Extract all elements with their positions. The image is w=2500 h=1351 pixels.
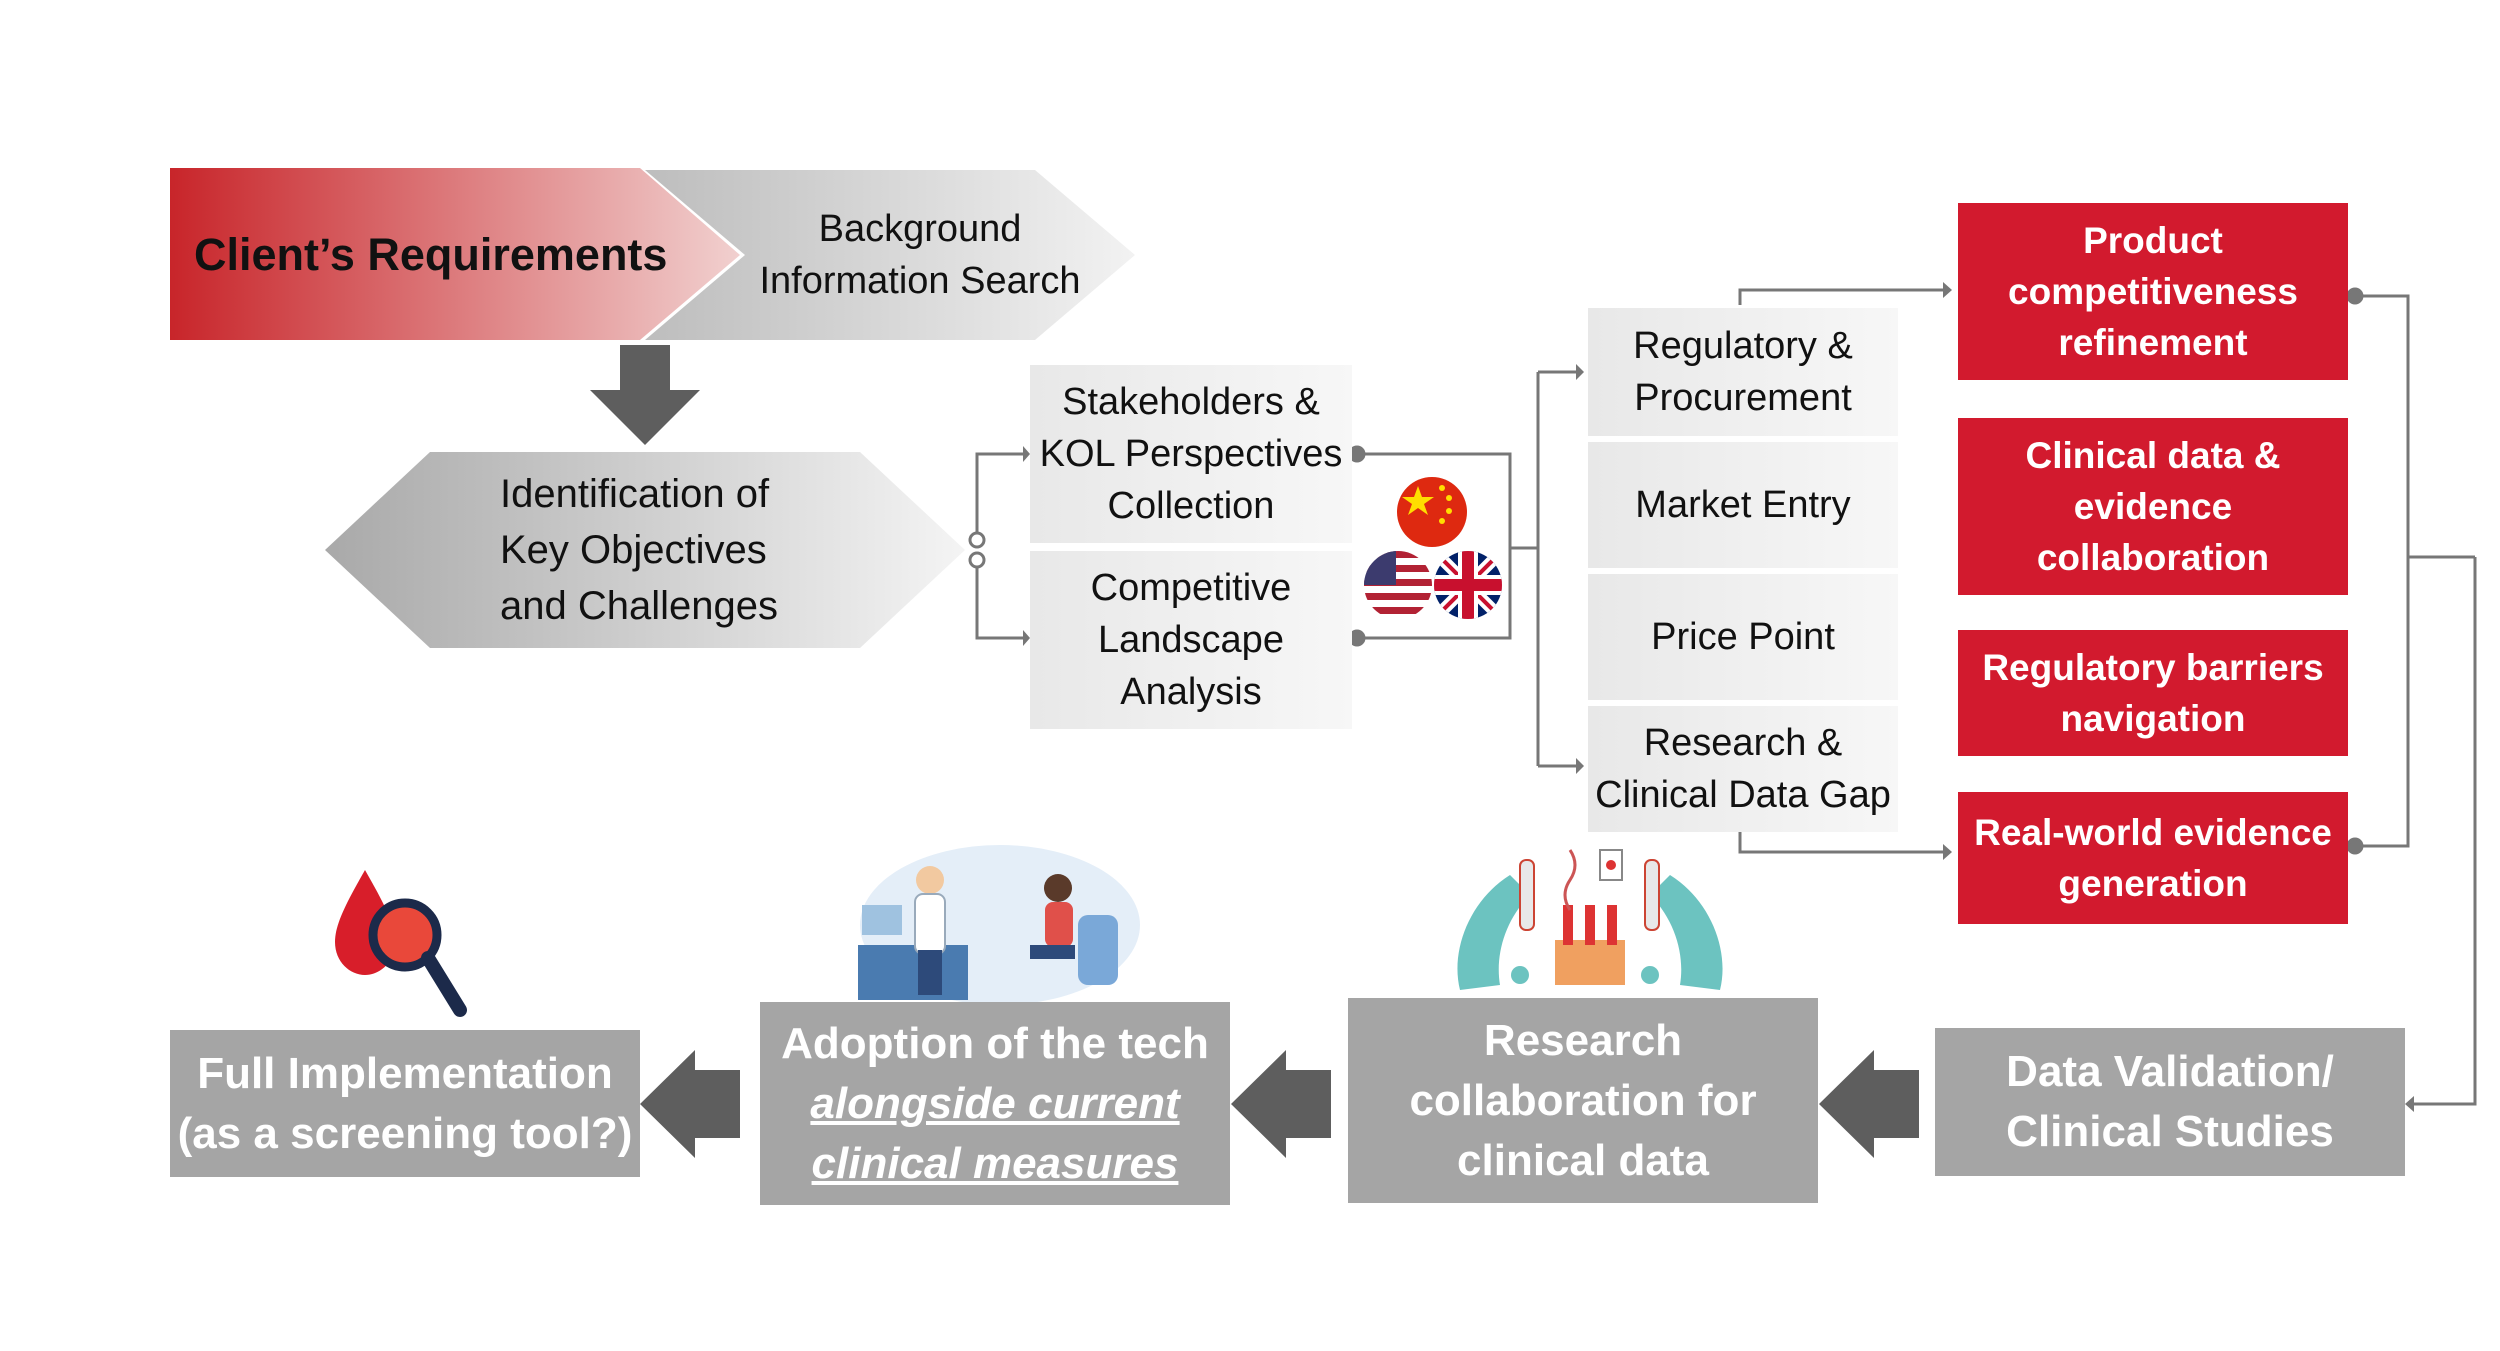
doctor-patient-illustration xyxy=(858,845,1140,1005)
clinical-data-box: Clinical data & evidence collaboration xyxy=(1958,418,2348,595)
product-competitiveness-label: Product competitiveness refinement xyxy=(2008,220,2298,363)
left-arrow-icon xyxy=(1819,1050,1919,1158)
price-point-box: Price Point xyxy=(1588,574,1898,700)
arrow-to-rwe-icon xyxy=(1943,844,1952,860)
arrow-to-product-icon xyxy=(1943,282,1952,298)
arrow-to-competitive-icon xyxy=(1023,630,1030,646)
left-arrow-icon xyxy=(640,1050,740,1158)
background-search-chevron xyxy=(645,170,1135,340)
market-entry-box: Market Entry xyxy=(1588,442,1898,568)
clients-requirements-chevron xyxy=(170,168,740,340)
competitive-landscape-label: Competitive Landscape Analysis xyxy=(1090,567,1292,713)
arrow-to-stakeholders-icon xyxy=(1023,446,1030,462)
arrow-to-validation-icon xyxy=(2405,1096,2414,1112)
clinical-data-label: Clinical data & evidence collaboration xyxy=(2025,435,2281,578)
data-validation-label: Data Validation/ Clinical Studies xyxy=(2006,1047,2334,1156)
data-validation-box: Data Validation/ Clinical Studies xyxy=(1935,1028,2405,1176)
regulatory-barriers-box: Regulatory barriers navigation xyxy=(1958,630,2348,756)
adoption-label-line3: clinical measures xyxy=(811,1138,1179,1188)
stakeholders-box: Stakeholders & KOL Perspectives Collecti… xyxy=(1030,365,1352,543)
regulatory-barriers-label: Regulatory barriers navigation xyxy=(1982,647,2324,739)
adoption-label-line2: alongside current xyxy=(810,1078,1180,1128)
regulatory-procurement-label: Regulatory & Procurement xyxy=(1633,325,1853,419)
arrow-to-research-gap-icon xyxy=(1576,758,1584,774)
market-entry-label: Market Entry xyxy=(1635,484,1851,526)
lab-research-illustration xyxy=(1457,849,1723,990)
usa-flag-icon xyxy=(1364,551,1432,619)
rwe-label: Real-world evidence generation xyxy=(1974,812,2332,904)
full-implementation-box: Full Implementation (as a screening tool… xyxy=(170,1030,640,1177)
full-implementation-label: Full Implementation (as a screening tool… xyxy=(177,1048,633,1158)
research-gap-label: Research & Clinical Data Gap xyxy=(1595,722,1891,816)
research-collaboration-label: Research collaboration for clinical data xyxy=(1409,1015,1757,1185)
uk-flag-icon xyxy=(1434,551,1502,619)
background-search-label: Background Information Search xyxy=(759,208,1081,302)
research-collaboration-box: Research collaboration for clinical data xyxy=(1348,998,1818,1203)
findings-to-outcomes-connector xyxy=(1738,288,1945,854)
regulatory-procurement-box: Regulatory & Procurement xyxy=(1588,308,1898,436)
outcomes-to-validation-connector xyxy=(2346,287,2477,1106)
clients-requirements-label: Client’s Requirements xyxy=(194,229,668,280)
adoption-box: Adoption of the tech alongside current c… xyxy=(760,1002,1230,1205)
product-competitiveness-box: Product competitiveness refinement xyxy=(1958,203,2348,380)
blood-drop-magnifier-icon xyxy=(335,870,467,1017)
china-flag-icon xyxy=(1397,477,1467,547)
arrow-to-regulatory-icon xyxy=(1576,364,1584,380)
down-arrow-icon xyxy=(590,345,700,445)
competitive-landscape-box: Competitive Landscape Analysis xyxy=(1030,551,1352,729)
identification-bracket-connector xyxy=(968,452,1025,640)
identification-hexagon xyxy=(325,452,965,648)
rwe-box: Real-world evidence generation xyxy=(1958,792,2348,924)
stakeholders-label: Stakeholders & KOL Perspectives Collecti… xyxy=(1039,381,1343,527)
identification-label: Identification of Key Objectives and Cha… xyxy=(500,472,778,628)
adoption-label-line1: Adoption of the tech xyxy=(781,1018,1209,1068)
research-gap-box: Research & Clinical Data Gap xyxy=(1588,706,1898,832)
price-point-label: Price Point xyxy=(1651,616,1835,658)
left-arrow-icon xyxy=(1231,1050,1331,1158)
